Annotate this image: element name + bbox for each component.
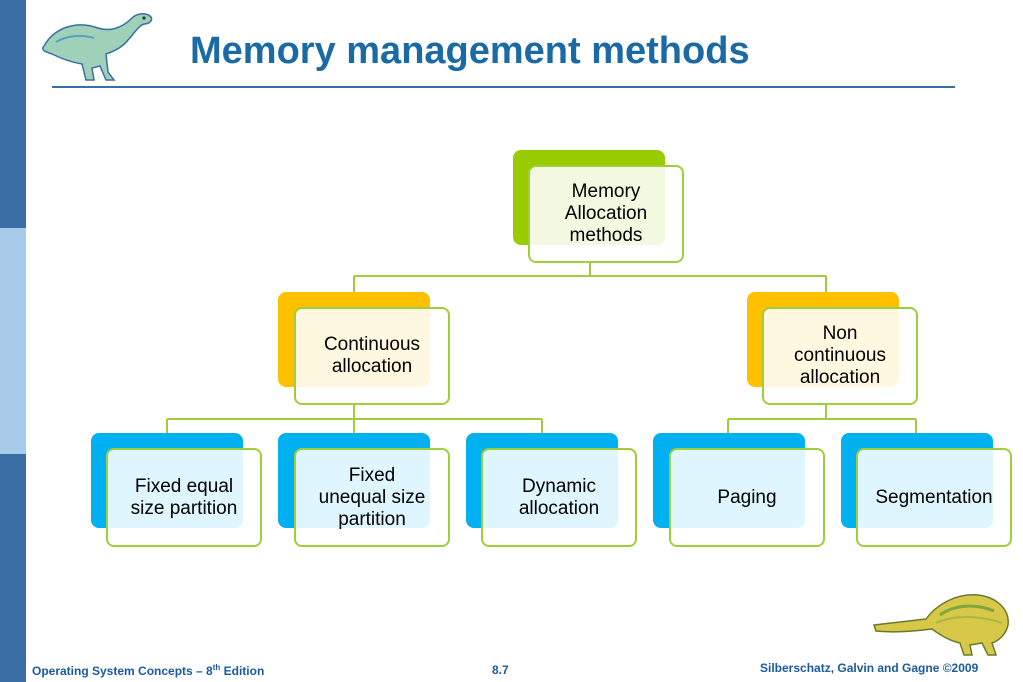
fixed-unequal-node-label: Fixed unequal size partition [318, 464, 426, 530]
root-node: Memory Allocation methods [528, 165, 684, 263]
continuous-node-label: Continuous allocation [323, 334, 421, 377]
fixed-equal-node-label: Fixed equal size partition [130, 475, 238, 519]
dynamic-node-label: Dynamic allocation [518, 475, 600, 519]
segmentation-node: Segmentation [856, 448, 1012, 547]
continuous-node: Continuous allocation [294, 307, 450, 405]
segmentation-node-label: Segmentation [875, 486, 993, 508]
root-node-label: Memory Allocation methods [564, 181, 648, 246]
sidebar-highlight [0, 228, 26, 454]
footer-page-number: 8.7 [492, 663, 509, 677]
footer-copyright: Silberschatz, Galvin and Gagne ©2009 [760, 661, 979, 675]
dinosaur-logo-bottom-icon [872, 594, 1009, 656]
left-sidebar-bar [0, 0, 26, 682]
noncontinuous-node-label: Non continuous allocation [794, 323, 886, 388]
fixed-equal-node: Fixed equal size partition [106, 448, 262, 547]
dinosaur-logo-top-icon [41, 13, 153, 81]
footer-book-title: Operating System Concepts – 8th Edition [32, 663, 265, 678]
fixed-unequal-node: Fixed unequal size partition [294, 448, 450, 547]
noncontinuous-node: Non continuous allocation [762, 307, 918, 405]
slide-title: Memory management methods [190, 30, 750, 72]
title-underline [52, 86, 955, 88]
paging-node-label: Paging [717, 486, 777, 508]
dynamic-node: Dynamic allocation [481, 448, 637, 547]
paging-node: Paging [669, 448, 825, 547]
